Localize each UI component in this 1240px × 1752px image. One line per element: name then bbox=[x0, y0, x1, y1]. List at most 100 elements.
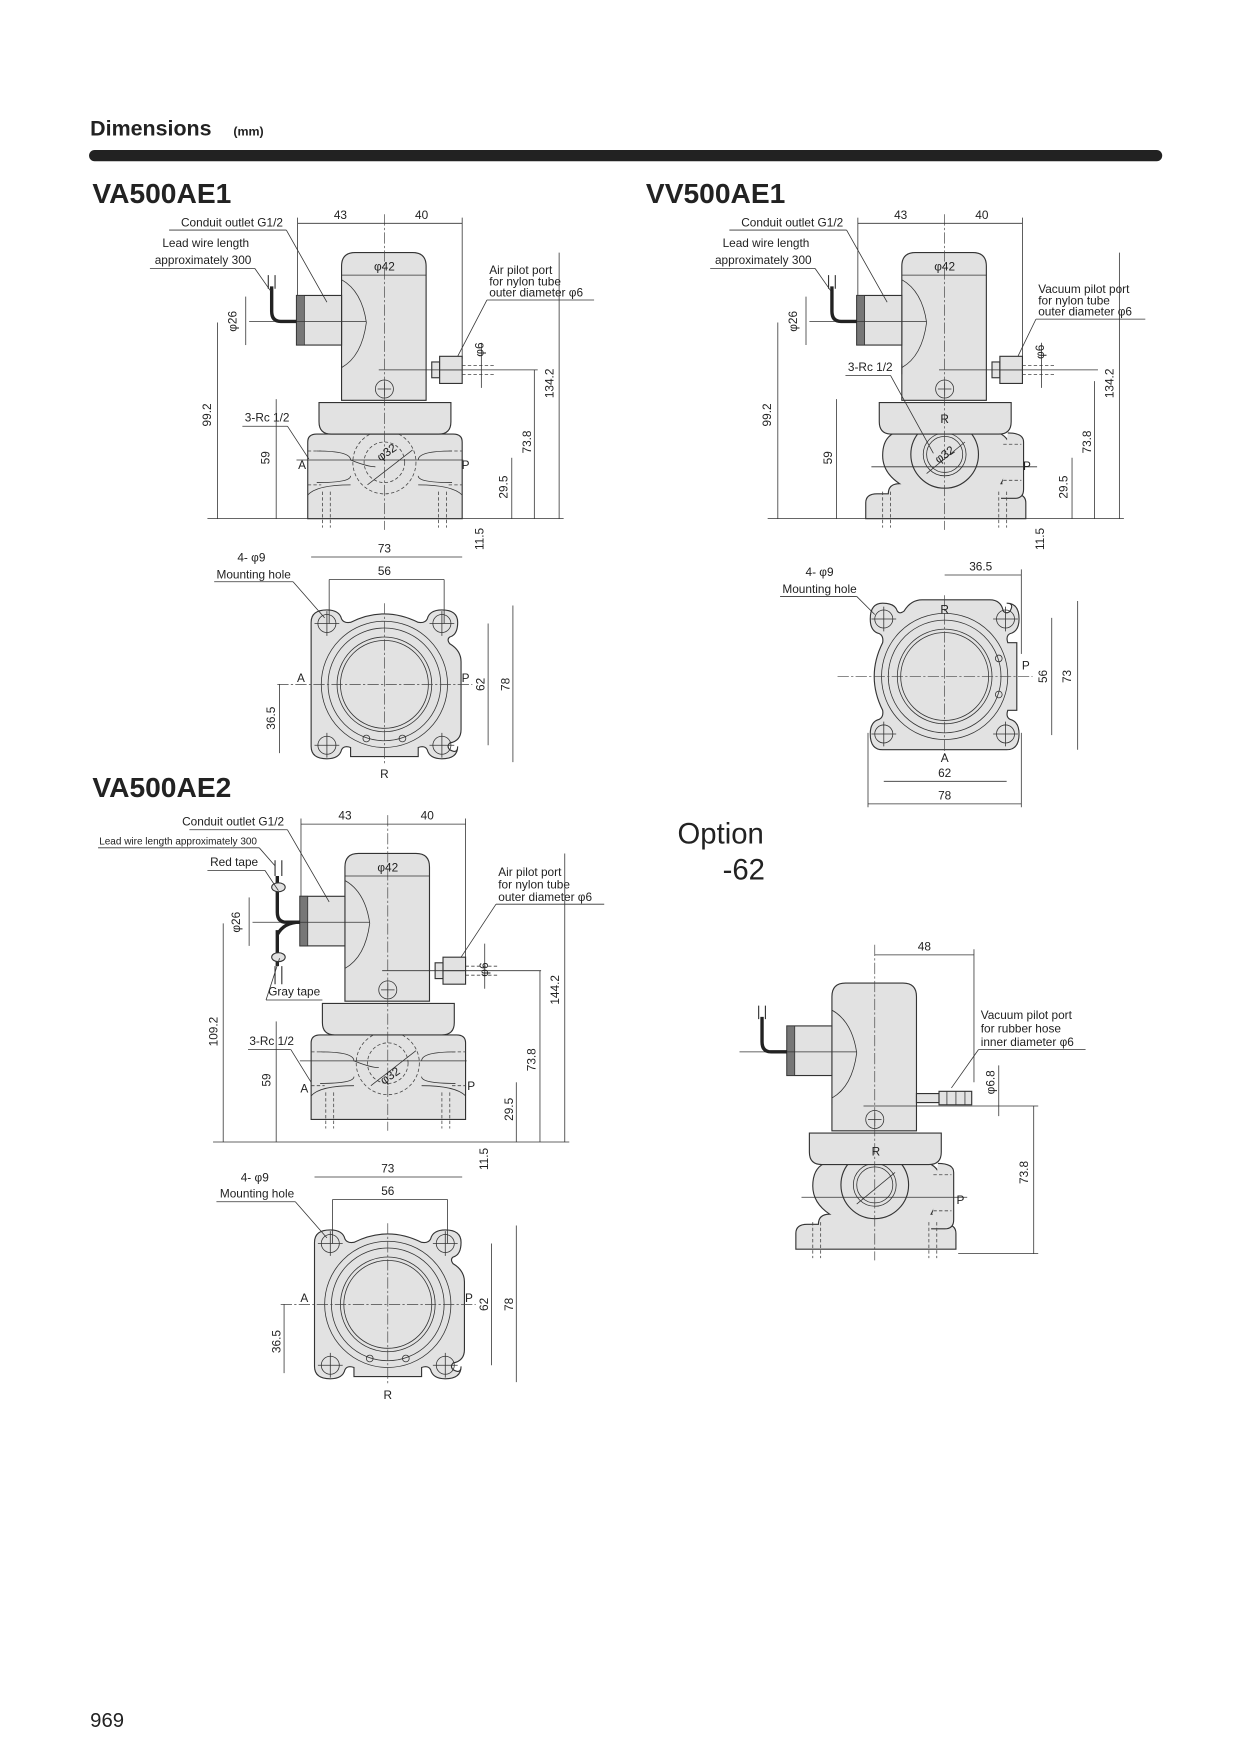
valve-body bbox=[307, 433, 463, 520]
option-code: -62 bbox=[723, 853, 765, 886]
svg-text:11.5: 11.5 bbox=[1033, 527, 1047, 550]
svg-text:outer diameter φ6: outer diameter φ6 bbox=[489, 286, 583, 300]
drawing-line bbox=[827, 275, 836, 289]
svg-text:Lead wire length: Lead wire length bbox=[723, 236, 810, 250]
svg-text:for rubber hose: for rubber hose bbox=[981, 1022, 1062, 1036]
svg-text:11.5: 11.5 bbox=[477, 1147, 491, 1170]
adapter-plate bbox=[808, 1132, 942, 1166]
svg-text:62: 62 bbox=[474, 678, 488, 691]
locating-pin bbox=[362, 734, 371, 743]
drawing-line bbox=[993, 721, 1018, 747]
svg-text:R: R bbox=[940, 412, 949, 426]
svg-text:Conduit outlet G1/2: Conduit outlet G1/2 bbox=[182, 814, 284, 828]
option-title: Option bbox=[677, 817, 763, 850]
locating-pin bbox=[398, 734, 407, 743]
svg-text:4- φ9: 4- φ9 bbox=[241, 1170, 269, 1184]
coil-housing bbox=[831, 982, 918, 1132]
hose-barb bbox=[915, 1093, 940, 1104]
drawing-line bbox=[831, 1009, 858, 1099]
coil-housing bbox=[341, 252, 427, 401]
va500ae1-bottom-view bbox=[277, 603, 473, 766]
svg-text:109.2: 109.2 bbox=[207, 1017, 221, 1047]
svg-text:φ42: φ42 bbox=[934, 260, 955, 274]
model-title-vv500ae1: VV500AE1 bbox=[646, 177, 785, 209]
svg-text:φ26: φ26 bbox=[786, 311, 800, 332]
p-port-boss bbox=[1001, 432, 1025, 499]
svg-text:R: R bbox=[940, 602, 949, 616]
svg-text:R: R bbox=[384, 1388, 393, 1402]
drawing-line bbox=[317, 1352, 343, 1378]
svg-text:φ42: φ42 bbox=[377, 860, 398, 874]
svg-text:43: 43 bbox=[334, 208, 348, 222]
svg-text:73.8: 73.8 bbox=[1017, 1161, 1031, 1184]
svg-text:99.2: 99.2 bbox=[200, 403, 214, 426]
adapter-plate bbox=[318, 401, 452, 435]
drawing-line bbox=[432, 1231, 458, 1256]
svg-text:40: 40 bbox=[975, 208, 989, 222]
svg-text:R: R bbox=[380, 767, 389, 781]
locating-pin bbox=[994, 654, 1003, 663]
svg-text:73: 73 bbox=[1060, 669, 1074, 683]
svg-text:78: 78 bbox=[499, 677, 513, 691]
drawing-line bbox=[871, 606, 897, 632]
vv500ae1-side-view bbox=[809, 214, 1098, 530]
svg-text:approximately 300: approximately 300 bbox=[715, 253, 812, 267]
vv500ae1-bottom-dimensions: 36.5 4- φ9 Mounting hole R P A 62 78 56 … bbox=[780, 560, 1079, 808]
svg-text:φ6.8: φ6.8 bbox=[983, 1070, 997, 1095]
svg-text:73.8: 73.8 bbox=[1080, 430, 1094, 453]
va500ae1-side-dimensions: 43 40 Conduit outlet G1/2 Lead wire leng… bbox=[149, 208, 595, 550]
svg-text:36.5: 36.5 bbox=[270, 1330, 284, 1353]
svg-text:3-Rc 1/2: 3-Rc 1/2 bbox=[249, 1034, 294, 1048]
vv500ae1-side-dimensions: 43 40 Conduit outlet G1/2 Lead wire leng… bbox=[710, 208, 1146, 550]
svg-text:73.8: 73.8 bbox=[524, 1048, 538, 1071]
svg-text:73: 73 bbox=[378, 541, 392, 555]
phi32-leader bbox=[856, 1172, 896, 1205]
svg-text:29.5: 29.5 bbox=[1057, 475, 1071, 498]
coil-housing bbox=[344, 852, 431, 1002]
svg-text:for nylon tube: for nylon tube bbox=[1038, 293, 1110, 307]
svg-text:Mounting hole: Mounting hole bbox=[782, 582, 857, 596]
drawing-line bbox=[314, 611, 340, 636]
drawing-line bbox=[344, 880, 371, 969]
drawing-line bbox=[367, 1042, 409, 1084]
svg-text:Mounting hole: Mounting hole bbox=[216, 567, 291, 581]
svg-text:P: P bbox=[1022, 659, 1030, 673]
phi32-leader bbox=[370, 1050, 417, 1086]
svg-text:43: 43 bbox=[338, 809, 352, 823]
page-number: 969 bbox=[90, 1710, 124, 1732]
svg-text:approximately 300: approximately 300 bbox=[155, 253, 252, 267]
svg-text:φ26: φ26 bbox=[226, 311, 240, 332]
svg-text:P: P bbox=[467, 1079, 475, 1093]
section-title: Dimensions bbox=[90, 116, 211, 140]
header-rule bbox=[89, 150, 1163, 162]
drawing-line bbox=[274, 860, 283, 985]
svg-text:73.8: 73.8 bbox=[520, 430, 534, 453]
svg-text:59: 59 bbox=[258, 451, 272, 465]
svg-text:48: 48 bbox=[918, 939, 932, 953]
svg-text:4- φ9: 4- φ9 bbox=[237, 550, 265, 564]
drawing-line bbox=[307, 484, 463, 496]
svg-text:Conduit outlet G1/2: Conduit outlet G1/2 bbox=[181, 216, 283, 230]
knurl bbox=[299, 895, 309, 947]
vv500ae1-bottom-view bbox=[837, 595, 1033, 758]
locating-pin bbox=[365, 1354, 374, 1363]
valve-body bbox=[310, 1034, 467, 1121]
svg-text:inner diameter φ6: inner diameter φ6 bbox=[981, 1035, 1075, 1049]
svg-text:40: 40 bbox=[415, 208, 429, 222]
svg-text:43: 43 bbox=[894, 208, 908, 222]
svg-text:62: 62 bbox=[477, 1298, 491, 1311]
svg-text:φ6: φ6 bbox=[1033, 344, 1047, 359]
drawing-line bbox=[901, 279, 928, 368]
option62-dimensions: 48 Vacuum pilot port for rubber hose inn… bbox=[872, 939, 1086, 1255]
svg-text:P: P bbox=[465, 1291, 473, 1305]
va500ae2-bottom-dimensions: 73 56 4- φ9 Mounting hole A P 62 78 36.5… bbox=[216, 1161, 517, 1402]
drawing-line bbox=[317, 1231, 343, 1256]
drawing-line bbox=[314, 732, 340, 758]
svg-text:36.5: 36.5 bbox=[969, 560, 992, 574]
svg-text:29.5: 29.5 bbox=[502, 1097, 516, 1120]
svg-text:P: P bbox=[462, 671, 470, 685]
svg-text:P: P bbox=[956, 1193, 964, 1207]
svg-text:134.2: 134.2 bbox=[1103, 369, 1117, 399]
svg-text:78: 78 bbox=[502, 1297, 516, 1311]
drawing-line bbox=[429, 611, 455, 636]
